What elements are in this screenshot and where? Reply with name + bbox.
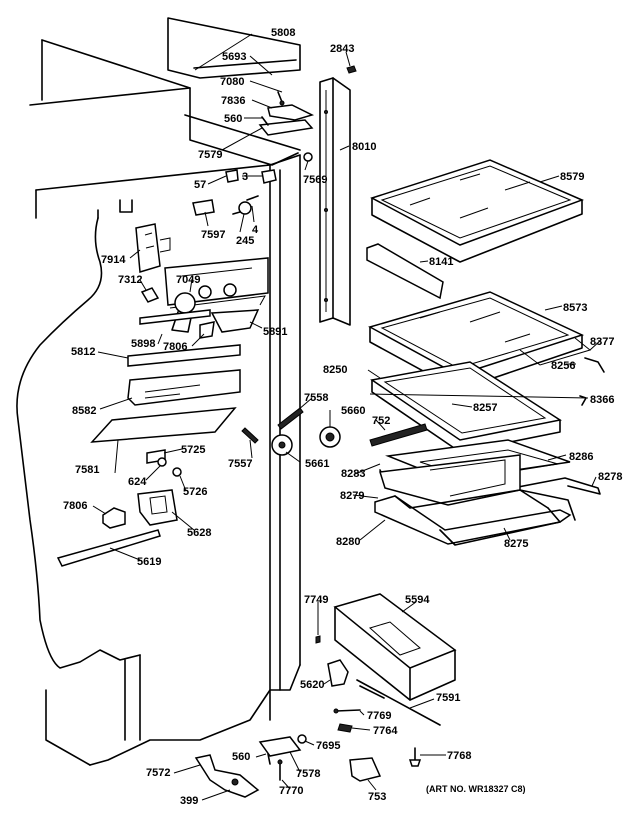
- label-7597: 7597: [201, 229, 225, 241]
- label-8141: 8141: [429, 256, 453, 268]
- label-8579: 8579: [560, 171, 584, 183]
- label-7558: 7558: [304, 392, 328, 404]
- label-8278: 8278: [598, 471, 622, 483]
- label-5660: 5660: [341, 405, 365, 417]
- label-752: 752: [372, 415, 390, 427]
- mullion-channel-8010: [319, 77, 351, 326]
- label-7806-top: 7806: [163, 341, 187, 353]
- leader-lines: [92, 33, 602, 801]
- label-7578: 7578: [296, 768, 320, 780]
- shelf-frame-8250: [370, 361, 587, 453]
- lower-parts: [194, 593, 457, 798]
- label-5726: 5726: [183, 486, 207, 498]
- label-5812: 5812: [71, 346, 95, 358]
- label-8377: 8377: [590, 336, 614, 348]
- label-8279: 8279: [340, 490, 364, 502]
- label-624: 624: [128, 476, 147, 488]
- label-7591: 7591: [436, 692, 460, 704]
- label-7579: 7579: [198, 149, 222, 161]
- label-8286: 8286: [569, 451, 593, 463]
- label-7806-bottom: 7806: [63, 500, 87, 512]
- label-5898: 5898: [131, 338, 155, 350]
- label-4: 4: [252, 224, 259, 236]
- drawer-8275: [374, 489, 576, 546]
- label-399: 399: [180, 795, 198, 807]
- label-7768: 7768: [447, 750, 471, 762]
- label-8256: 8256: [551, 360, 575, 372]
- label-5628: 5628: [187, 527, 211, 539]
- shelf-trim-8141: [366, 243, 444, 300]
- label-7572: 7572: [146, 767, 170, 779]
- center-parts: [241, 407, 341, 456]
- label-5661: 5661: [305, 458, 329, 470]
- label-5725: 5725: [181, 444, 205, 456]
- label-5619: 5619: [137, 556, 161, 568]
- cabinet-outline: [16, 17, 301, 766]
- label-7914: 7914: [101, 254, 126, 266]
- label-245: 245: [236, 235, 254, 247]
- label-5594: 5594: [405, 594, 430, 606]
- label-7569: 7569: [303, 174, 327, 186]
- label-8582: 8582: [72, 405, 96, 417]
- drawer-assembly-8286: [379, 439, 601, 506]
- label-7312: 7312: [118, 274, 142, 286]
- label-560-top: 560: [224, 113, 242, 125]
- label-5693: 5693: [222, 51, 246, 63]
- label-5808: 5808: [271, 27, 295, 39]
- label-753: 753: [368, 791, 386, 803]
- label-57: 57: [194, 179, 206, 191]
- shelf-8573: [368, 291, 605, 391]
- label-8257: 8257: [473, 402, 497, 414]
- label-3: 3: [242, 171, 248, 183]
- label-8366: 8366: [590, 394, 614, 406]
- label-7770: 7770: [279, 785, 303, 797]
- art-number: (ART NO. WR18327 C8): [426, 784, 526, 794]
- top-hardware: [258, 65, 357, 162]
- label-7764: 7764: [373, 725, 398, 737]
- control-parts: [56, 169, 277, 567]
- label-8250: 8250: [323, 364, 347, 376]
- label-7836: 7836: [221, 95, 245, 107]
- label-7749: 7749: [304, 594, 328, 606]
- strip-752: [369, 423, 428, 447]
- label-8275: 8275: [504, 538, 528, 550]
- label-8573: 8573: [563, 302, 587, 314]
- label-7695: 7695: [316, 740, 340, 752]
- label-560-bottom: 560: [232, 751, 250, 763]
- label-7080: 7080: [220, 76, 244, 88]
- label-7581: 7581: [75, 464, 99, 476]
- label-5620: 5620: [300, 679, 324, 691]
- label-5891: 5891: [263, 326, 287, 338]
- label-8280: 8280: [336, 536, 360, 548]
- label-2843: 2843: [330, 43, 354, 55]
- label-7049: 7049: [176, 274, 200, 286]
- label-7557: 7557: [228, 458, 252, 470]
- label-8010: 8010: [352, 141, 376, 153]
- label-7769: 7769: [367, 710, 391, 722]
- shelf-8579: [370, 159, 585, 263]
- label-8283: 8283: [341, 468, 365, 480]
- callout-labels: 5808 5693 2843 7080 7836 560 8010 7579 7…: [63, 27, 622, 807]
